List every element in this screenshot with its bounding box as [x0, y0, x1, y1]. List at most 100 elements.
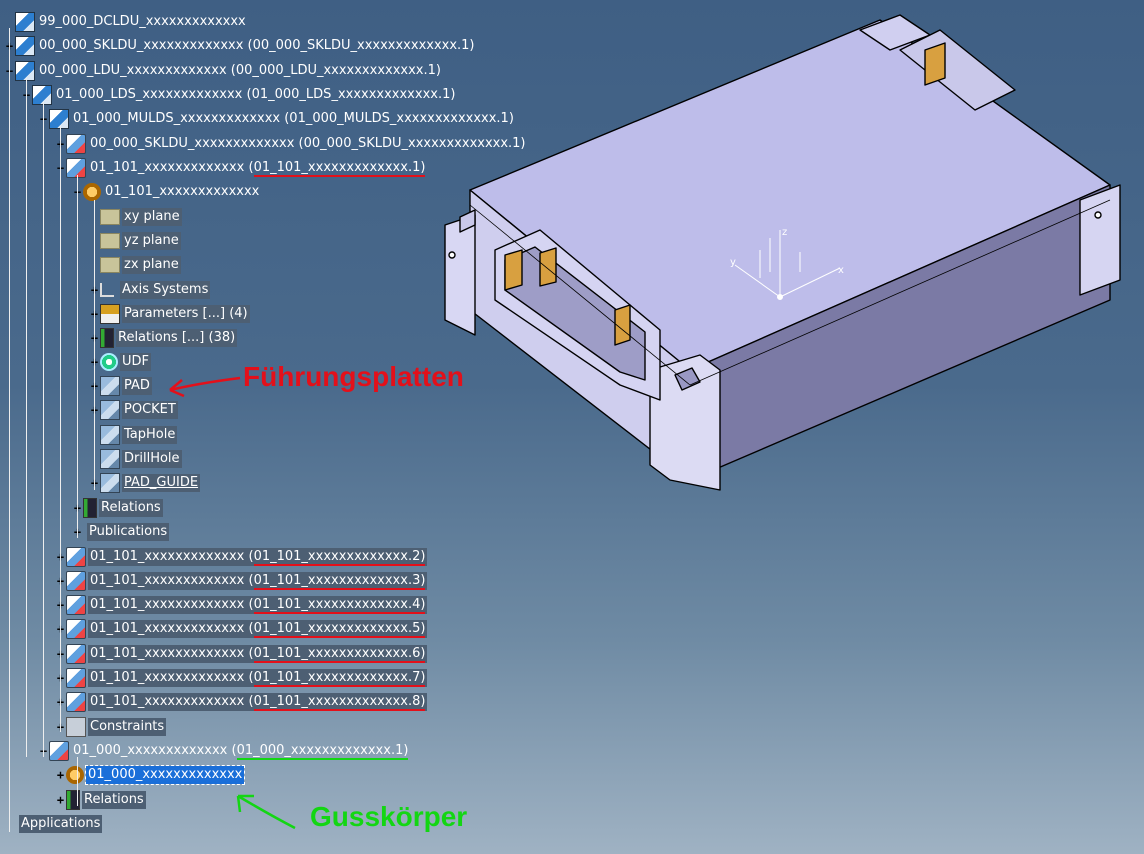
tree-node[interactable]: +01_101_xxxxxxxxxxxxx (01_101_xxxxxxxxxx… [55, 570, 428, 592]
tree-node[interactable]: Applications [4, 813, 103, 835]
feat-icon [100, 473, 120, 493]
tree-node[interactable]: +Publications [72, 521, 170, 543]
feat-icon [100, 449, 120, 469]
tree-node-instance: 01_101_xxxxxxxxxxxxx.4) [253, 597, 426, 614]
tree-node-label[interactable]: Publications [87, 523, 170, 541]
tree-node-label[interactable]: 99_000_DCLDU_xxxxxxxxxxxxx [37, 13, 248, 31]
rel-icon [66, 790, 80, 810]
expand-icon[interactable]: + [56, 792, 65, 807]
tree-node-label[interactable]: 00_000_SKLDU_xxxxxxxxxxxxx (00_000_SKLDU… [37, 37, 477, 55]
tree-node-label[interactable]: POCKET [122, 401, 178, 419]
tree-node[interactable]: TapHole [89, 424, 178, 446]
tree-node[interactable]: −00_000_LDU_xxxxxxxxxxxxx (00_000_LDU_xx… [4, 60, 443, 82]
tree-node-name: 01_000_xxxxxxxxxxxxx ( [73, 743, 237, 758]
tree-node[interactable]: xy plane [89, 206, 182, 228]
tree-node[interactable]: +Constraints [55, 716, 167, 738]
tree-node-name: DrillHole [124, 451, 180, 466]
tree-line [9, 28, 10, 832]
part-icon [66, 644, 86, 664]
tree-node-label[interactable]: 01_101_xxxxxxxxxxxxx (01_101_xxxxxxxxxxx… [88, 645, 428, 663]
tree-node[interactable]: +01_101_xxxxxxxxxxxxx (01_101_xxxxxxxxxx… [55, 667, 428, 689]
tree-node[interactable]: −01_000_LDS_xxxxxxxxxxxxx (01_000_LDS_xx… [21, 84, 457, 106]
axis-label-y: y [730, 257, 736, 268]
arrow-icon [236, 794, 296, 830]
axis-label-z: z [782, 227, 787, 238]
tree-node[interactable]: yz plane [89, 230, 181, 252]
tree-node-label[interactable]: 01_000_LDS_xxxxxxxxxxxxx (01_000_LDS_xxx… [54, 86, 457, 104]
tree-node-label[interactable]: 01_101_xxxxxxxxxxxxx (01_101_xxxxxxxxxxx… [88, 596, 428, 614]
tree-node-label[interactable]: Relations [82, 791, 146, 809]
tree-node[interactable]: −01_101_xxxxxxxxxxxxx (01_101_xxxxxxxxxx… [55, 157, 427, 179]
tree-node-instance: 01_101_xxxxxxxxxxxxx.2) [253, 549, 426, 566]
tree-node-label[interactable]: 01_101_xxxxxxxxxxxxx (01_101_xxxxxxxxxxx… [88, 620, 428, 638]
tree-node-label[interactable]: Axis Systems [120, 281, 211, 299]
tree-node[interactable]: +Axis Systems [89, 279, 211, 301]
tree-node[interactable]: +01_101_xxxxxxxxxxxxx (01_101_xxxxxxxxxx… [55, 594, 428, 616]
tree-node-label[interactable]: 00_000_SKLDU_xxxxxxxxxxxxx (00_000_SKLDU… [88, 135, 528, 153]
tree-node-name: 01_000_xxxxxxxxxxxxx [88, 767, 243, 782]
tree-node[interactable]: +POCKET [89, 399, 178, 421]
tree-node-label[interactable]: PAD_GUIDE [122, 474, 201, 492]
tree-node-label[interactable]: 01_000_xxxxxxxxxxxxx [84, 765, 246, 785]
tree-node-label[interactable]: 01_101_xxxxxxxxxxxxx (01_101_xxxxxxxxxxx… [88, 548, 428, 566]
tree-node-label[interactable]: Relations [99, 499, 163, 517]
tree-node[interactable]: +Parameters [...] (4) [89, 303, 250, 325]
prod-icon [15, 12, 35, 32]
plane-icon [100, 233, 120, 249]
part-model[interactable] [444, 14, 1121, 491]
tree-node-label[interactable]: Applications [19, 815, 103, 833]
tree-node[interactable]: +01_101_xxxxxxxxxxxxx (01_101_xxxxxxxxxx… [55, 691, 428, 713]
tree-node[interactable]: +PAD_GUIDE [89, 472, 201, 494]
tree-node-instance: 01_101_xxxxxxxxxxxxx.1) [253, 160, 426, 177]
tree-node[interactable]: +PAD [89, 375, 152, 397]
tree-node-label[interactable]: 01_000_MULDS_xxxxxxxxxxxxx (01_000_MULDS… [71, 110, 516, 128]
tree-node-name: Constraints [90, 719, 165, 734]
tree-node-name: 00_000_SKLDU_xxxxxxxxxxxxx (00_000_SKLDU… [39, 38, 475, 53]
tree-node[interactable]: +01_101_xxxxxxxxxxxxx (01_101_xxxxxxxxxx… [55, 643, 428, 665]
3d-viewport[interactable]: z x y [430, 10, 1130, 510]
part-icon [66, 158, 86, 178]
tree-node-label[interactable]: 01_101_xxxxxxxxxxxxx (01_101_xxxxxxxxxxx… [88, 693, 428, 711]
tree-node-name: Parameters [...] (4) [124, 306, 248, 321]
tree-node[interactable]: +01_000_xxxxxxxxxxxxx [55, 764, 246, 786]
tree-node-label[interactable]: PAD [122, 377, 152, 395]
tree-node[interactable]: DrillHole [89, 448, 182, 470]
tree-node[interactable]: 99_000_DCLDU_xxxxxxxxxxxxx [4, 11, 248, 33]
tree-node[interactable]: + Relations [55, 789, 146, 811]
tree-node-label[interactable]: 01_101_xxxxxxxxxxxxx (01_101_xxxxxxxxxxx… [88, 572, 428, 590]
part-icon [66, 571, 86, 591]
tree-node[interactable]: +Relations [...] (38) [89, 327, 238, 349]
tree-node[interactable]: +00_000_SKLDU_xxxxxxxxxxxxx (00_000_SKLD… [4, 35, 477, 57]
tree-node[interactable]: zx plane [89, 254, 181, 276]
tree-node[interactable]: +Relations [72, 497, 163, 519]
part-icon [66, 619, 86, 639]
tree-node-label[interactable]: TapHole [122, 426, 178, 444]
tree-node-label[interactable]: Constraints [88, 718, 167, 736]
tree-node[interactable]: +UDF [89, 351, 152, 373]
tree-node-name: POCKET [124, 402, 176, 417]
specification-tree: 99_000_DCLDU_xxxxxxxxxxxxx +00_000_SKLDU_… [0, 0, 560, 854]
tree-node-label[interactable]: UDF [120, 353, 152, 371]
tree-node-label[interactable]: Parameters [...] (4) [122, 305, 250, 323]
tree-node-label[interactable]: zx plane [122, 256, 181, 274]
tree-node-label[interactable]: xy plane [122, 208, 182, 226]
tree-node[interactable]: −01_101_xxxxxxxxxxxxx [72, 181, 261, 203]
tree-node-label[interactable]: 01_101_xxxxxxxxxxxxx (01_101_xxxxxxxxxxx… [88, 669, 428, 687]
tree-node-label[interactable]: 00_000_LDU_xxxxxxxxxxxxx (00_000_LDU_xxx… [37, 62, 443, 80]
tree-node[interactable]: −01_000_MULDS_xxxxxxxxxxxxx (01_000_MULD… [38, 108, 516, 130]
tree-node-label[interactable]: 01_000_xxxxxxxxxxxxx (01_000_xxxxxxxxxxx… [71, 742, 410, 760]
arrow-icon [169, 376, 241, 398]
guide-pad-3 [614, 304, 631, 346]
tree-node[interactable]: +01_101_xxxxxxxxxxxxx (01_101_xxxxxxxxxx… [55, 546, 428, 568]
expand-icon[interactable]: + [56, 767, 65, 782]
tree-node-label[interactable]: 01_101_xxxxxxxxxxxxx [103, 183, 261, 201]
tree-node-label[interactable]: DrillHole [122, 450, 182, 468]
rel-icon [83, 498, 97, 518]
prod-icon [49, 109, 69, 129]
tree-node-label[interactable]: yz plane [122, 232, 181, 250]
tree-node[interactable]: −01_000_xxxxxxxxxxxxx (01_000_xxxxxxxxxx… [38, 740, 410, 762]
tree-node-label[interactable]: 01_101_xxxxxxxxxxxxx (01_101_xxxxxxxxxxx… [88, 159, 427, 177]
tree-node-label[interactable]: Relations [...] (38) [116, 329, 238, 347]
tree-node[interactable]: +01_101_xxxxxxxxxxxxx (01_101_xxxxxxxxxx… [55, 618, 428, 640]
tree-node-instance: 01_101_xxxxxxxxxxxxx.7) [253, 670, 426, 687]
